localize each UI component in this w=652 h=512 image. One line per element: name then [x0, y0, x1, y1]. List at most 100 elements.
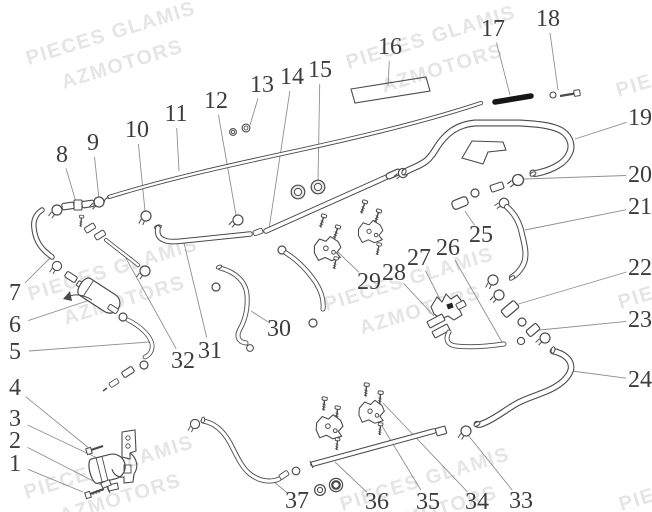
part-label-36: 36 [365, 489, 389, 512]
leader-line-17 [496, 42, 511, 96]
leader-line-32 [121, 250, 177, 350]
leader-line-10 [137, 143, 146, 212]
hose-24 [473, 346, 575, 428]
leader-line-37 [272, 480, 288, 494]
hose-32 [83, 222, 151, 280]
part-label-26: 26 [436, 235, 460, 261]
leader-line-21 [524, 209, 627, 231]
connector-fitting [470, 181, 505, 198]
part-label-13: 13 [250, 72, 274, 98]
pipe-36 [309, 425, 448, 469]
part-label-19: 19 [628, 105, 652, 131]
leader-line-24 [571, 370, 627, 379]
hose-21 [504, 204, 529, 281]
part-label-6: 6 [9, 312, 21, 338]
hose-11 [103, 100, 484, 204]
fitting-23 [525, 323, 552, 348]
leader-line-26 [454, 259, 503, 343]
part-label-14: 14 [280, 64, 304, 90]
part-label-29: 29 [357, 269, 381, 295]
leader-line-34 [382, 402, 468, 493]
rod-17 [492, 93, 534, 105]
part-label-24: 24 [628, 367, 652, 393]
part-label-17: 17 [481, 16, 505, 42]
leader-line-30 [250, 310, 269, 323]
part-label-4: 4 [9, 375, 21, 401]
hose-26 [444, 329, 526, 350]
fitting-22 [500, 300, 527, 327]
leader-line-23 [539, 320, 627, 331]
part-label-28: 28 [382, 260, 406, 286]
part-label-7: 7 [9, 280, 21, 306]
part-label-18: 18 [536, 6, 560, 32]
leader-line-5 [28, 341, 150, 352]
leader-line-33 [467, 434, 513, 491]
hose-7 [31, 207, 55, 260]
leader-line-15 [317, 83, 321, 182]
hose-19 [401, 119, 575, 177]
part-label-1: 1 [9, 451, 21, 477]
part-label-27: 27 [407, 245, 431, 271]
leader-line-4 [25, 396, 91, 450]
tee-fitting-8 [47, 194, 106, 228]
part-label-9: 9 [87, 130, 99, 156]
leader-line-8 [65, 168, 77, 203]
fuel-pump-1-4 [84, 429, 138, 500]
leader-lines [24, 32, 627, 494]
part-label-12: 12 [204, 88, 228, 114]
fitting-18 [549, 89, 581, 99]
part-label-32: 32 [171, 348, 195, 374]
leader-line-22 [514, 271, 627, 306]
part-label-33: 33 [509, 488, 533, 512]
part-label-3: 3 [9, 406, 21, 432]
leader-line-6 [28, 298, 94, 322]
part-label-31: 31 [198, 338, 222, 364]
hose-37 [186, 416, 301, 484]
part-label-30: 30 [267, 316, 291, 342]
leader-line-28 [403, 282, 435, 317]
plate-16 [350, 76, 431, 104]
washers-36 [314, 477, 344, 497]
part-label-25: 25 [469, 222, 493, 248]
grommets-15 [290, 179, 326, 200]
hose-29 [277, 245, 326, 328]
part-label-23: 23 [628, 307, 652, 333]
filter-5-6 [48, 260, 155, 392]
leader-line-29 [337, 251, 360, 273]
leader-line-7 [24, 257, 51, 284]
part-label-16: 16 [378, 34, 402, 60]
part-label-15: 15 [308, 57, 332, 83]
leader-line-20 [523, 175, 627, 180]
leader-line-14 [268, 90, 291, 230]
leader-line-9 [94, 156, 100, 200]
leader-line-11 [176, 127, 180, 172]
part-label-20: 20 [628, 162, 652, 188]
part-label-35: 35 [416, 489, 440, 512]
part-label-5: 5 [9, 339, 21, 365]
leader-line-35 [378, 420, 422, 491]
leader-line-16 [387, 60, 390, 87]
leader-line-25 [464, 210, 475, 226]
leader-line-13 [249, 98, 259, 126]
part-label-8: 8 [56, 142, 68, 168]
part-label-10: 10 [125, 117, 149, 143]
part-label-21: 21 [628, 194, 652, 220]
leader-line-36 [334, 461, 368, 493]
part-label-37: 37 [285, 488, 309, 512]
leader-line-2 [27, 446, 102, 486]
pipe-31 [154, 224, 253, 245]
part-label-22: 22 [628, 255, 652, 281]
leader-line-1 [27, 468, 84, 493]
part-label-34: 34 [465, 489, 489, 512]
washers-13 [229, 123, 251, 136]
part-label-11: 11 [164, 101, 188, 127]
sleeve-25 [451, 195, 511, 213]
leader-line-31 [183, 242, 208, 338]
hose-30 [211, 264, 254, 352]
leader-line-18 [549, 32, 559, 91]
valve-27-28 [426, 293, 467, 339]
part-label-2: 2 [9, 428, 21, 454]
